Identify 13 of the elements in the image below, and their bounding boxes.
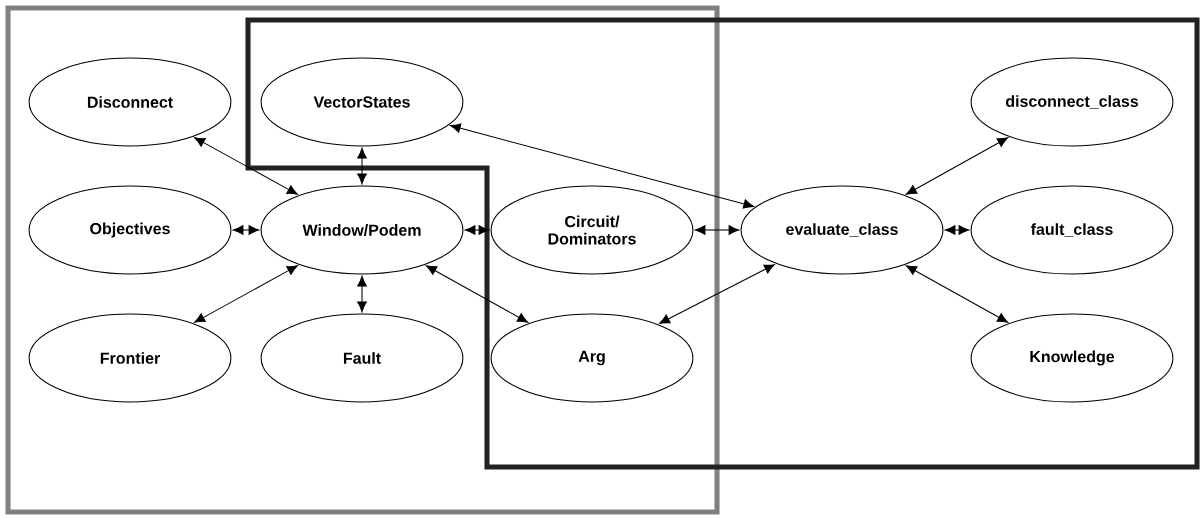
arrow <box>694 225 740 235</box>
arrow <box>944 225 970 235</box>
arrow <box>232 225 260 235</box>
arrow <box>659 264 775 324</box>
arrow <box>905 265 1009 323</box>
arrow <box>194 137 298 195</box>
arrow <box>357 147 367 185</box>
arrow <box>357 275 367 313</box>
arrow <box>425 265 529 323</box>
arrow <box>905 137 1009 195</box>
arrow <box>449 123 755 209</box>
arrow <box>464 225 490 235</box>
arrow <box>194 265 298 323</box>
